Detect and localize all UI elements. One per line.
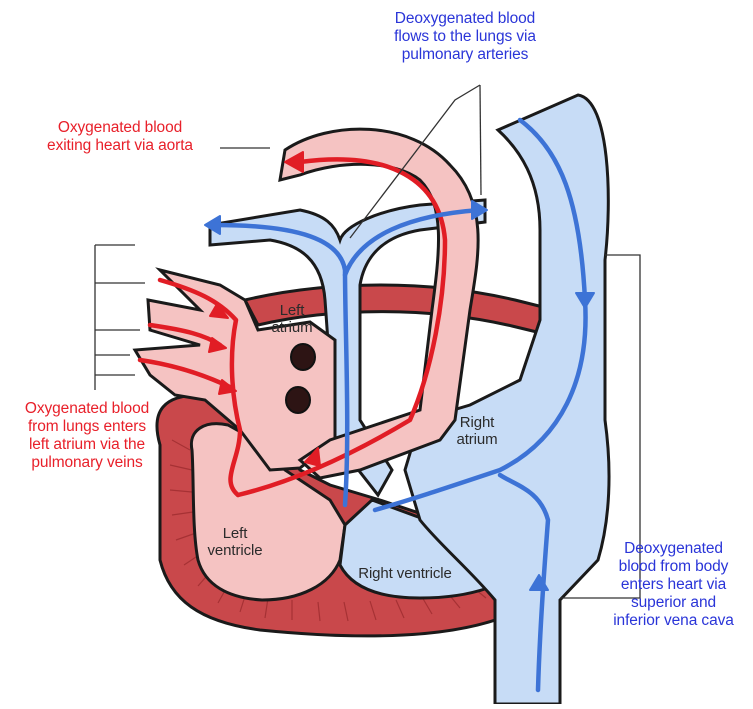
- label-pulmonary-arteries: Deoxygenated blood flows to the lungs vi…: [360, 10, 570, 64]
- valve-lower: [286, 387, 310, 413]
- label-aorta: Oxygenated blood exiting heart via aorta: [15, 119, 225, 155]
- label-right-ventricle: Right ventricle: [340, 565, 470, 582]
- valve-upper: [291, 344, 315, 370]
- label-right-atrium: Right atrium: [442, 414, 512, 448]
- label-vena-cava: Deoxygenated blood from body enters hear…: [596, 540, 751, 630]
- label-pulmonary-veins: Oxygenated blood from lungs enters left …: [2, 400, 172, 472]
- label-left-atrium: Left atrium: [262, 302, 322, 336]
- label-left-ventricle: Left ventricle: [195, 525, 275, 559]
